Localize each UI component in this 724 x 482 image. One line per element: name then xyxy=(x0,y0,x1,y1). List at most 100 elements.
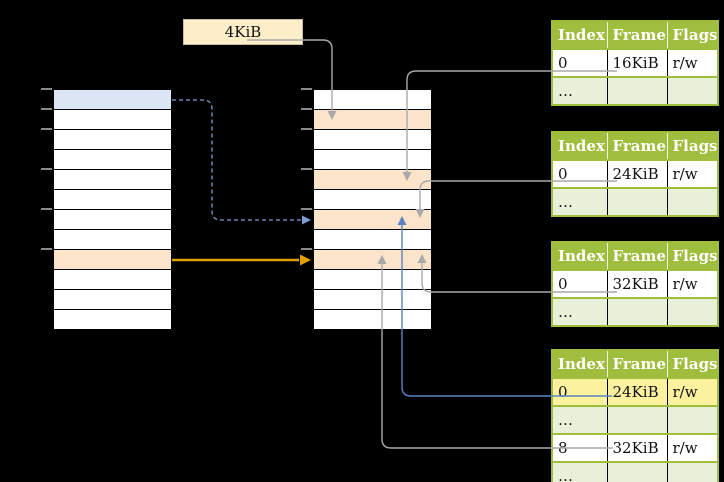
physical-memory-row-2 xyxy=(314,130,431,150)
column-header-frame: Frame xyxy=(607,242,668,270)
table-cell xyxy=(666,405,719,435)
table-cell: r/w xyxy=(666,159,719,189)
table-cell xyxy=(606,405,668,435)
physical-memory-address-tick xyxy=(301,208,312,210)
virtual-memory-row-1 xyxy=(54,110,171,130)
table-cell: 0 xyxy=(551,48,608,78)
virtual-memory-row-0 xyxy=(54,90,171,110)
table-row: … xyxy=(551,461,719,482)
column-header-frame: Frame xyxy=(607,350,668,378)
column-header-frame: Frame xyxy=(607,132,668,160)
table-row: … xyxy=(551,187,719,217)
table-cell xyxy=(606,461,668,482)
table-row: … xyxy=(551,297,719,327)
physical-memory-row-8 xyxy=(314,250,431,270)
table-cell: 0 xyxy=(551,377,608,407)
column-header-frame: Frame xyxy=(607,21,668,49)
table-cell xyxy=(666,187,719,217)
virtual-memory-row-4 xyxy=(54,170,171,190)
physical-memory-row-5 xyxy=(314,190,431,210)
physical-memory-address-tick xyxy=(301,128,312,130)
table-cell: 24KiB xyxy=(606,159,668,189)
physical-memory-row-1 xyxy=(314,110,431,130)
virtual-memory-address-tick xyxy=(41,248,52,250)
virtual-memory-row-6 xyxy=(54,210,171,230)
connector-virtual-page0-to-frame6 xyxy=(172,99,311,225)
table-cell xyxy=(606,297,668,327)
physical-memory-address-tick xyxy=(301,248,312,250)
physical-memory-address-tick xyxy=(301,108,312,110)
virtual-memory-address-tick xyxy=(41,88,52,90)
table-row: … xyxy=(551,76,719,106)
physical-memory-row-9 xyxy=(314,270,431,290)
physical-memory-row-4 xyxy=(314,170,431,190)
table-cell: r/w xyxy=(666,48,719,78)
physical-memory-address-tick xyxy=(301,168,312,170)
virtual-memory-row-9 xyxy=(54,270,171,290)
column-header-flags: Flags xyxy=(667,350,718,378)
virtual-memory-address-tick xyxy=(41,168,52,170)
table-cell xyxy=(606,187,668,217)
virtual-memory-row-5 xyxy=(54,190,171,210)
table-cell: … xyxy=(551,405,608,435)
table-cell: r/w xyxy=(666,377,719,407)
table-cell: … xyxy=(551,76,608,106)
table-cell: … xyxy=(551,187,608,217)
table-cell: 8 xyxy=(551,433,608,463)
physical-memory-column xyxy=(313,89,432,330)
virtual-memory-row-11 xyxy=(54,310,171,329)
physical-memory-row-6 xyxy=(314,210,431,230)
page-size-label: 4KiB xyxy=(183,19,303,45)
virtual-memory-address-tick xyxy=(41,208,52,210)
table-cell xyxy=(666,461,719,482)
physical-memory-row-7 xyxy=(314,230,431,250)
table-cell: 32KiB xyxy=(606,269,668,299)
virtual-memory-row-8 xyxy=(54,250,171,270)
column-header-index: Index xyxy=(552,242,608,270)
column-header-index: Index xyxy=(552,350,608,378)
table-cell: 24KiB xyxy=(606,377,668,407)
table-cell: 0 xyxy=(551,159,608,189)
table-cell: … xyxy=(551,297,608,327)
column-header-flags: Flags xyxy=(667,21,718,49)
virtual-memory-address-tick xyxy=(41,108,52,110)
physical-memory-address-tick xyxy=(301,88,312,90)
virtual-memory-row-3 xyxy=(54,150,171,170)
table-row: … xyxy=(551,405,719,435)
physical-memory-row-0 xyxy=(314,90,431,110)
table-cell: 32KiB xyxy=(606,433,668,463)
table-cell xyxy=(666,76,719,106)
column-header-flags: Flags xyxy=(667,132,718,160)
column-header-flags: Flags xyxy=(667,242,718,270)
physical-memory-row-10 xyxy=(314,290,431,310)
column-header-index: Index xyxy=(552,132,608,160)
table-cell xyxy=(606,76,668,106)
virtual-memory-address-tick xyxy=(41,128,52,130)
physical-memory-row-3 xyxy=(314,150,431,170)
virtual-memory-column xyxy=(53,89,172,330)
physical-memory-row-11 xyxy=(314,310,431,329)
table-cell: 16KiB xyxy=(606,48,668,78)
table-cell: … xyxy=(551,461,608,482)
column-header-index: Index xyxy=(552,21,608,49)
page-size-text: 4KiB xyxy=(224,23,262,41)
virtual-memory-row-10 xyxy=(54,290,171,310)
virtual-memory-row-2 xyxy=(54,130,171,150)
connector-virtual-page8-to-frame8 xyxy=(172,254,311,266)
table-cell xyxy=(666,297,719,327)
table-cell: r/w xyxy=(666,269,719,299)
